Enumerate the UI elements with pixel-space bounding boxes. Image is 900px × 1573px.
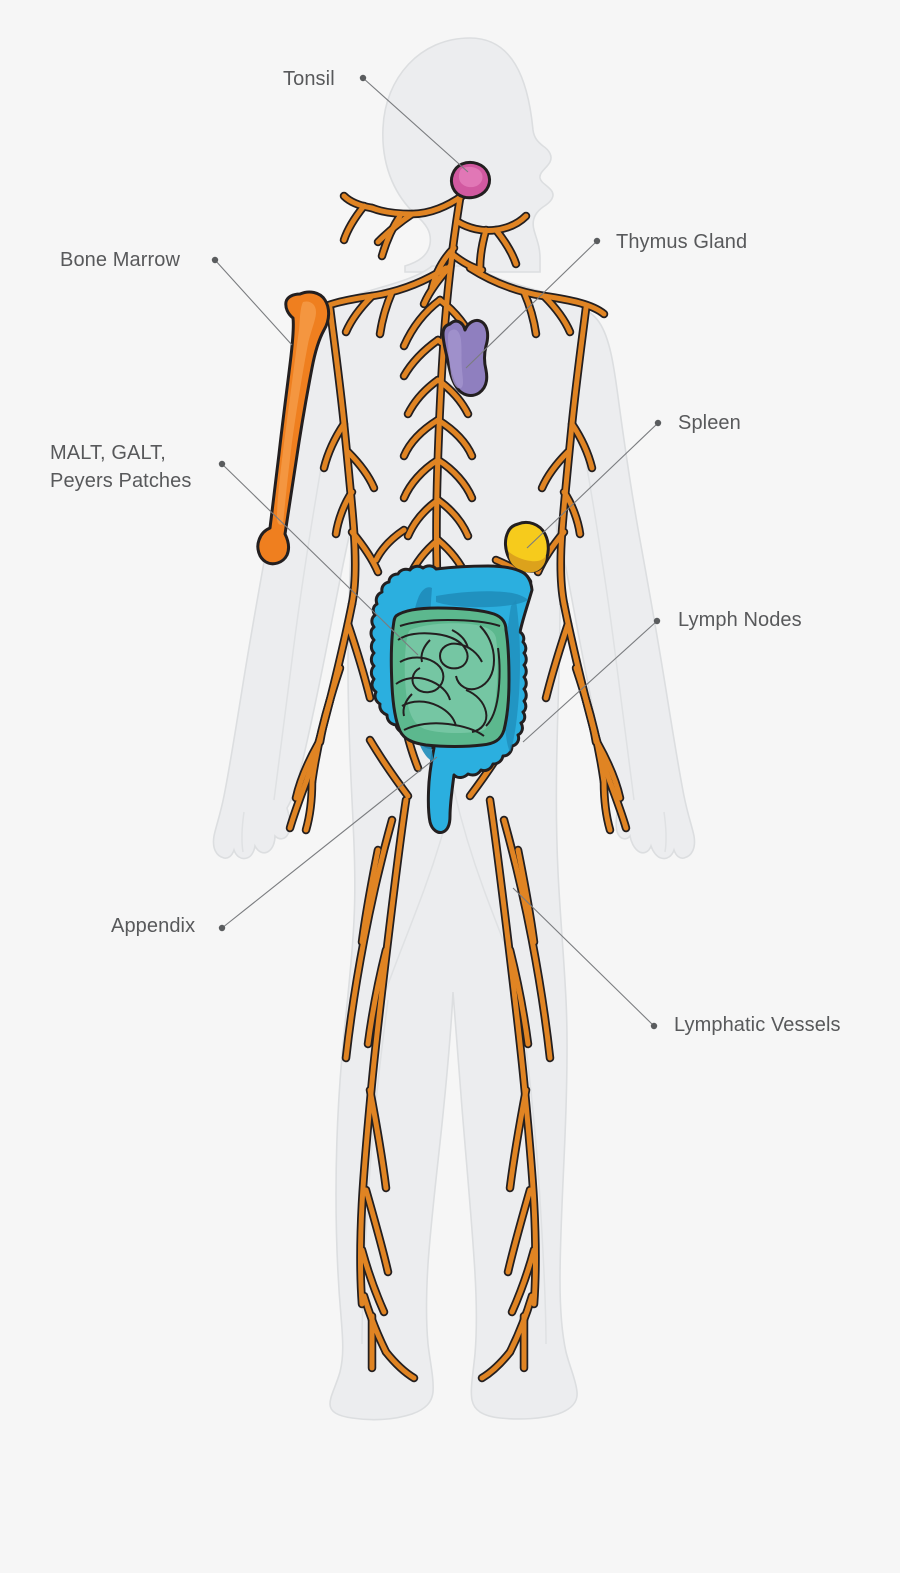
annotation-tonsil[interactable]: Tonsil <box>283 68 469 173</box>
leader-dot-spleen <box>654 419 662 427</box>
label-malt-galt-line2: Peyers Patches <box>50 470 191 492</box>
thymus-highlight <box>448 329 463 389</box>
label-bone-marrow[interactable]: Bone Marrow <box>60 249 180 271</box>
leader-line-thymus-gland <box>465 240 598 369</box>
leader-line-lymphatic-vessels <box>512 887 655 1027</box>
label-lymphatic-vessels[interactable]: Lymphatic Vessels <box>674 1014 841 1036</box>
torso-silhouette <box>212 265 696 1421</box>
left-arm-inner-contour <box>273 461 323 801</box>
label-appendix[interactable]: Appendix <box>111 915 195 937</box>
leader-dot-thymus-gland <box>593 237 601 245</box>
small-intestine-coils <box>395 619 501 737</box>
bone-marrow-highlight <box>277 301 316 525</box>
leader-line-bone-marrow <box>214 259 293 346</box>
small-intestine-organ <box>389 606 511 748</box>
label-thymus-gland[interactable]: Thymus Gland <box>616 231 747 253</box>
leader-dot-bone-marrow <box>211 256 219 264</box>
label-lymph-nodes[interactable]: Lymph Nodes <box>678 609 802 631</box>
leader-line-appendix <box>221 756 438 929</box>
leader-dot-appendix <box>218 924 226 932</box>
large-intestine-shade-top <box>436 591 528 608</box>
annotation-lymphatic-vessels[interactable]: Lymphatic Vessels <box>512 887 841 1036</box>
annotation-appendix[interactable]: Appendix <box>111 756 438 937</box>
spleen-shade <box>508 552 546 573</box>
bone-marrow-organ <box>256 290 331 566</box>
annotation-layer: Tonsil Bone Marrow MALT, GALT, Peyers Pa… <box>50 68 841 1036</box>
leader-line-tonsil <box>362 77 469 173</box>
label-tonsil[interactable]: Tonsil <box>283 68 335 90</box>
left-hand-contour <box>241 811 245 853</box>
leader-line-spleen <box>526 422 659 549</box>
leader-dot-malt-galt <box>218 460 226 468</box>
leader-dot-lymphatic-vessels <box>650 1022 658 1030</box>
leader-dot-lymph-nodes <box>653 617 661 625</box>
spleen-organ <box>504 520 550 573</box>
leader-line-malt-galt <box>221 463 419 656</box>
right-hand-contour <box>663 811 667 853</box>
thymus-organ <box>441 318 490 397</box>
right-arm-inner-contour <box>585 461 635 801</box>
annotation-thymus-gland[interactable]: Thymus Gland <box>465 231 747 369</box>
label-malt-galt[interactable]: MALT, GALT, Peyers Patches <box>50 442 191 492</box>
annotation-malt-galt[interactable]: MALT, GALT, Peyers Patches <box>50 442 419 656</box>
annotation-bone-marrow[interactable]: Bone Marrow <box>60 249 293 346</box>
leader-dot-tonsil <box>359 74 367 82</box>
annotation-spleen[interactable]: Spleen <box>526 412 741 549</box>
right-leg-contour <box>519 999 547 1345</box>
annotation-lymph-nodes[interactable]: Lymph Nodes <box>522 609 802 743</box>
leader-line-lymph-nodes <box>522 620 658 743</box>
label-spleen[interactable]: Spleen <box>678 412 741 434</box>
label-malt-galt-line1: MALT, GALT, <box>50 442 166 464</box>
tonsil-highlight <box>459 166 483 188</box>
tonsil-organ <box>449 160 492 200</box>
